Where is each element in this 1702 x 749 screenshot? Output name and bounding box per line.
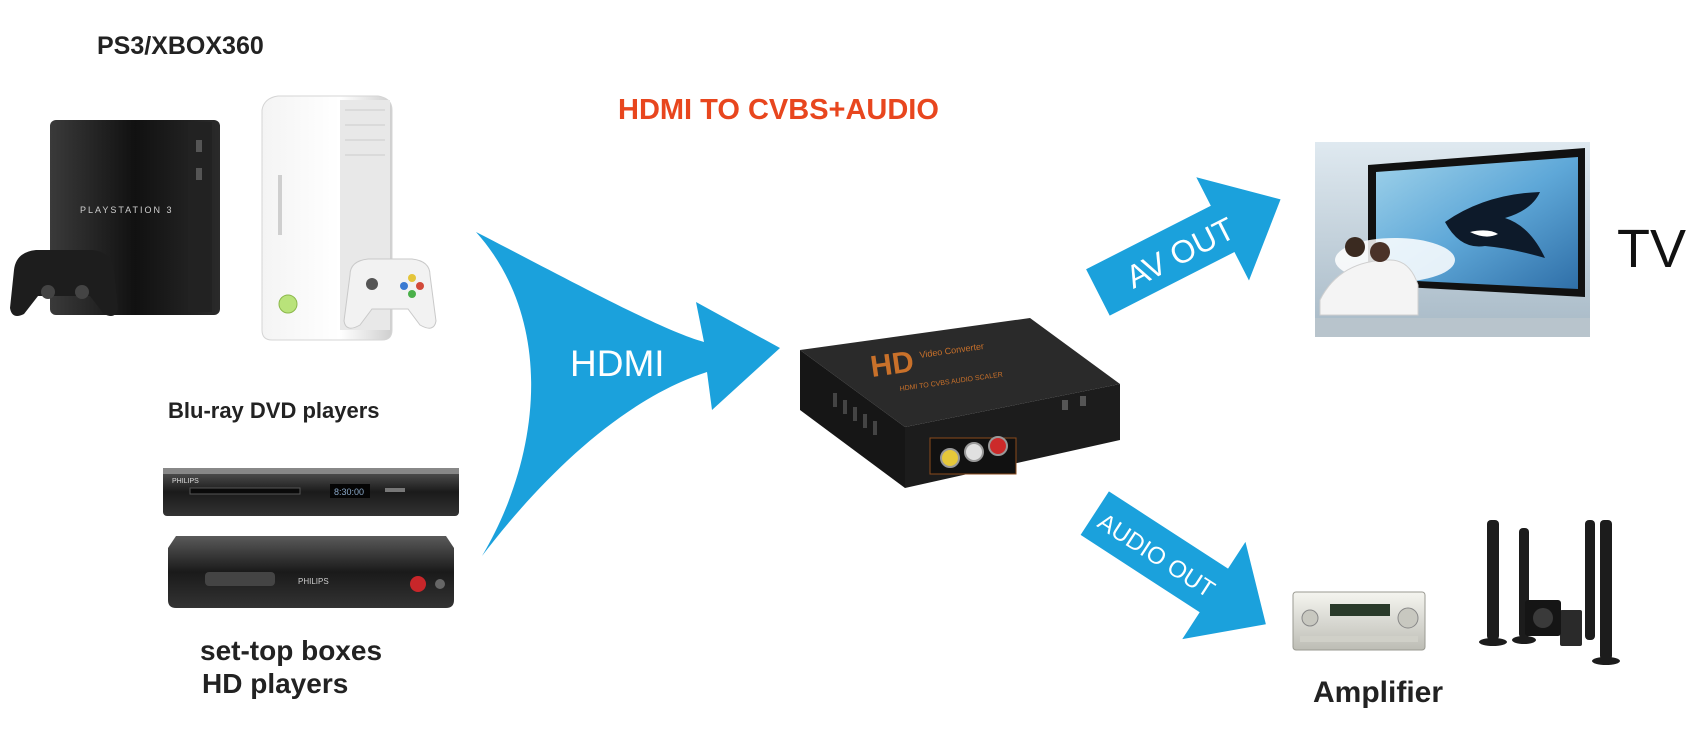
ps3-controller-image: [10, 250, 118, 316]
tv-scene-image: [1315, 142, 1590, 337]
av-out-arrow: AV OUT: [1086, 177, 1281, 316]
consoles-label: PS3/XBOX360: [97, 32, 264, 60]
hdmi-arrow-label: HDMI: [570, 343, 665, 384]
amplifier-label: Amplifier: [1313, 676, 1444, 709]
audio-out-arrow: AUDIO OUT: [1080, 491, 1266, 640]
hdmi-arrow: [476, 232, 780, 556]
amplifier-image: [1292, 591, 1426, 651]
bluray-label: Blu-ray DVD players: [168, 398, 380, 423]
tv-label: TV: [1617, 219, 1687, 279]
converter-device-image: HD Video Converter HDMI TO CVBS AUDIO SC…: [800, 318, 1120, 488]
bluray-player-image: PHILIPS 8:30:00: [163, 468, 459, 516]
ps3-logo-text: PLAYSTATION 3: [80, 205, 174, 215]
diagram-title: HDMI TO CVBS+AUDIO: [618, 94, 939, 126]
ps3-console-image: PLAYSTATION 3: [50, 120, 220, 315]
settop-label-line1: set-top boxes: [200, 635, 383, 666]
settop-brand-text: PHILIPS: [298, 577, 329, 586]
xbox360-controller-image: [343, 258, 437, 329]
settop-box-image: PHILIPS: [168, 536, 454, 608]
bluray-brand-text: PHILIPS: [172, 478, 199, 485]
device-logo-text: HD: [868, 345, 916, 384]
settop-label-line2: HD players: [202, 668, 349, 699]
home-theater-speakers-image: [1479, 520, 1620, 665]
bluray-display-text: 8:30:00: [334, 487, 364, 497]
